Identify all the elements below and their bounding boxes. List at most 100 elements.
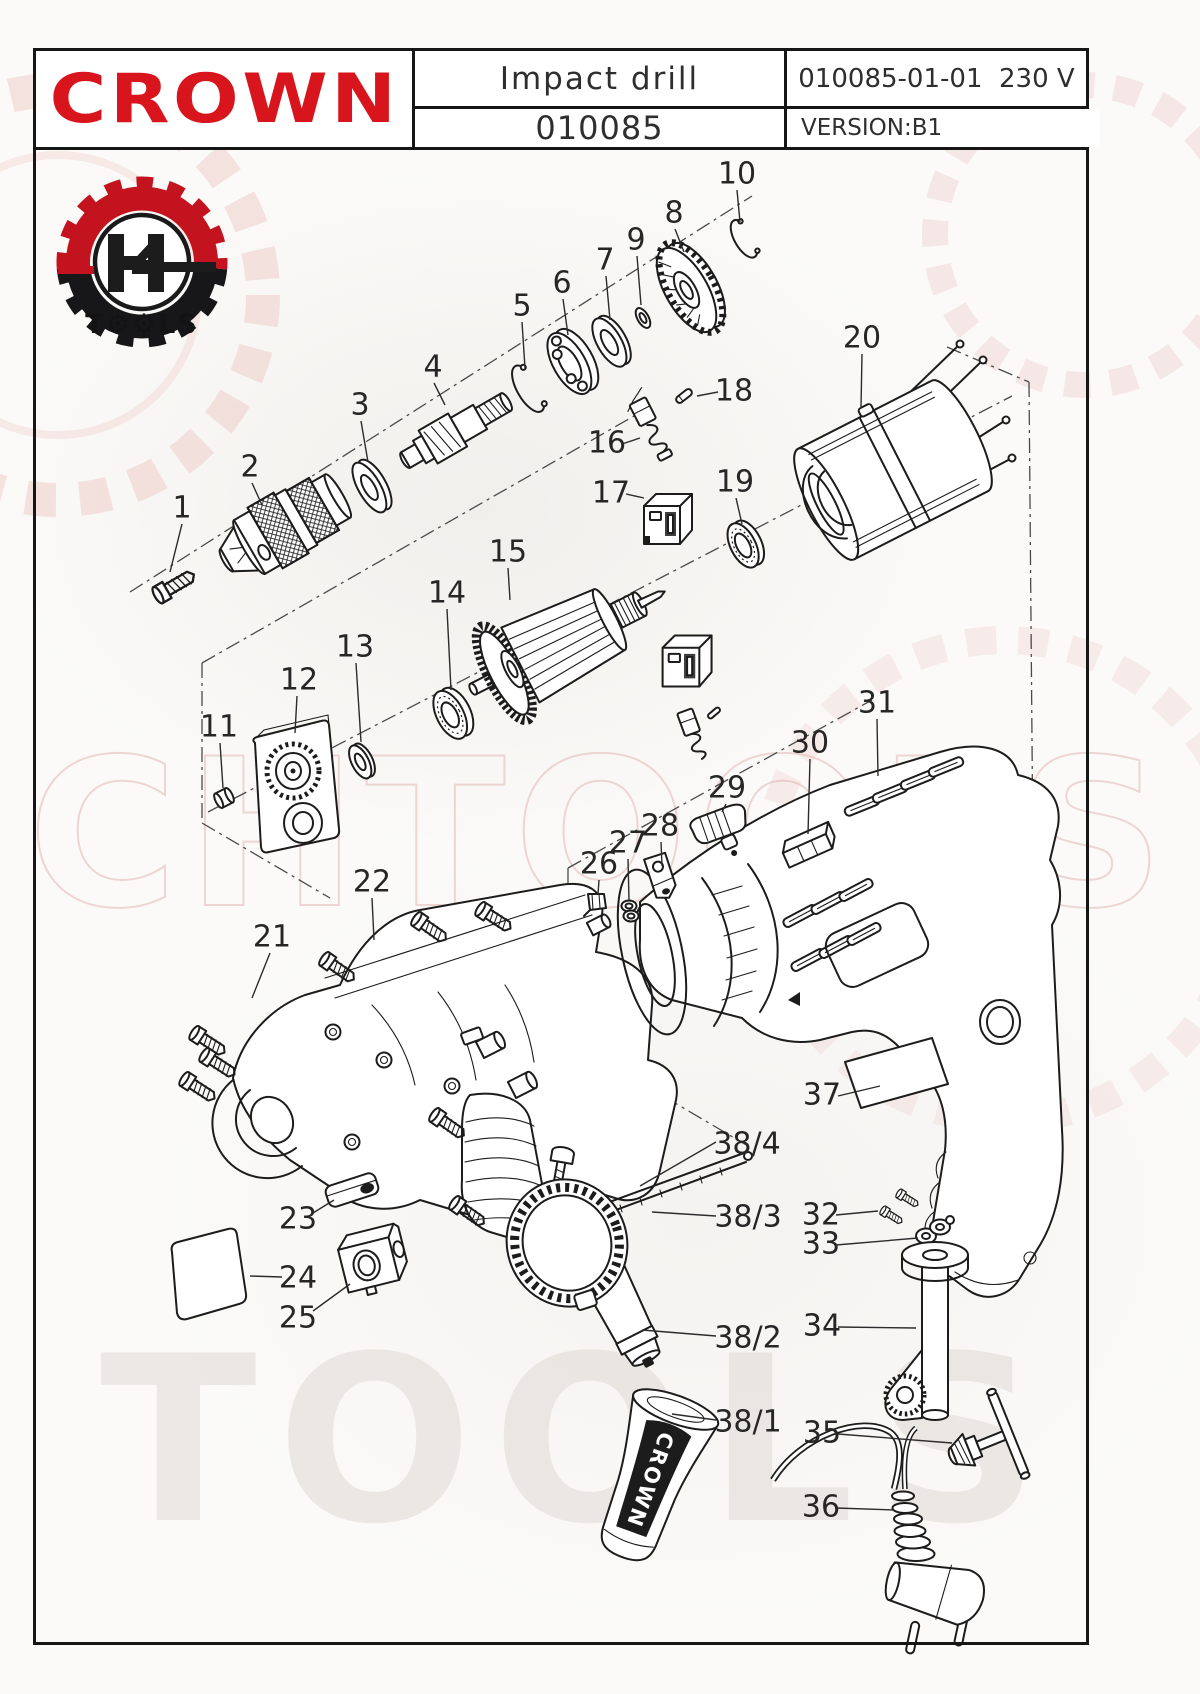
drawing-cable-clamp — [915, 1215, 955, 1245]
drawing-spindle — [399, 392, 513, 469]
drawing-pin-small — [707, 706, 721, 720]
leader-line-35 — [837, 1433, 953, 1444]
brush-tube — [585, 913, 612, 937]
part-label-18: 18 — [715, 374, 753, 409]
leader-line-33 — [835, 1237, 919, 1246]
part-label-24: 24 — [279, 1261, 317, 1296]
drawing-bearing-ring-19 — [726, 519, 766, 569]
part-label-1: 1 — [172, 491, 191, 526]
header-bottom-border — [36, 147, 1086, 150]
leader-line-22 — [371, 897, 375, 941]
leader-line-37 — [837, 1085, 881, 1097]
logo-gear-red-half — [66, 186, 218, 269]
leader-line-27 — [627, 858, 630, 901]
drawing-left-housing — [211, 882, 678, 1221]
drawing-switch — [337, 1222, 408, 1296]
part-label-13: 13 — [336, 630, 374, 665]
part-label-10: 10 — [718, 157, 756, 192]
part-label-35: 35 — [803, 1416, 841, 1451]
leader-line-9 — [636, 255, 642, 306]
leader-line-8 — [674, 228, 685, 253]
drawing-bearing-plate — [252, 714, 341, 854]
part-label-17: 17 — [592, 476, 630, 511]
drawing-carbon-brush-16 — [627, 387, 673, 462]
part-label-26: 26 — [580, 847, 618, 882]
part-label-28: 28 — [641, 809, 679, 844]
leader-line-13 — [355, 662, 362, 743]
product-title: Impact drill — [415, 51, 784, 106]
part-label-11: 11 — [200, 710, 238, 745]
drawing-clip-26 — [583, 893, 607, 917]
brand-logo-text: CROWN — [49, 59, 399, 139]
watermark-bottom-text: TOOLS — [100, 1308, 1060, 1575]
drawing-sticker-37 — [844, 1037, 949, 1109]
housing-boss-peg — [474, 1030, 507, 1060]
part-label-38-4: 38/4 — [713, 1127, 780, 1162]
part-label-5: 5 — [512, 289, 531, 324]
part-labels: 1234567891011121314151617181920212223242… — [169, 157, 953, 1525]
part-label-29: 29 — [708, 771, 746, 806]
part-label-27: 27 — [609, 826, 647, 861]
leader-line-26 — [597, 879, 600, 895]
leader-line-1 — [169, 523, 183, 573]
leader-line-36 — [835, 1507, 895, 1511]
part-label-34: 34 — [803, 1309, 841, 1344]
drawing-carbon-brush-b — [676, 707, 707, 760]
part-label-38-2: 38/2 — [714, 1321, 781, 1356]
part-label-36: 36 — [802, 1490, 840, 1525]
leader-line-38-2 — [641, 1329, 717, 1337]
drawing-pin-18 — [675, 388, 693, 404]
leader-line-38-4 — [639, 1141, 717, 1187]
part-label-4: 4 — [423, 350, 442, 385]
leader-line-30 — [807, 758, 811, 835]
drawing-bearing-14 — [432, 686, 475, 740]
part-label-33: 33 — [802, 1227, 840, 1262]
part-label-12: 12 — [280, 663, 318, 698]
drawing-washer-13 — [348, 742, 376, 780]
drawing-brush-holder-17 — [643, 493, 693, 545]
drawing-bearing-6 — [546, 327, 600, 396]
part-label-9: 9 — [626, 223, 645, 258]
part-label-7: 7 — [595, 243, 614, 278]
crown-tools-logo — [56, 176, 228, 348]
drawing-circlip-10 — [729, 218, 761, 259]
logo-tools-text: T⚙⚙LS — [85, 309, 198, 340]
leader-line-38-1 — [671, 1413, 717, 1421]
page-frame — [33, 48, 1089, 1645]
drawing-stator — [793, 379, 993, 561]
drawing-armature — [468, 588, 666, 726]
drawing-reverse-lever — [689, 803, 747, 856]
drawing-right-housing — [616, 745, 1064, 1298]
part-label-14: 14 — [428, 576, 466, 611]
header-divider-v1 — [412, 51, 415, 147]
leader-line-20 — [860, 353, 863, 409]
drawing-nut — [213, 787, 235, 809]
version-label: VERSION:B1 — [787, 109, 1100, 147]
drawing-tube-bracket — [883, 1241, 969, 1421]
logo-gear-black-half — [66, 266, 218, 339]
part-label-30: 30 — [791, 726, 829, 761]
leader-line-2 — [251, 482, 263, 506]
part-label-32: 32 — [802, 1198, 840, 1233]
leader-line-10 — [736, 189, 741, 223]
part-label-2: 2 — [240, 450, 259, 485]
part-label-19: 19 — [716, 465, 754, 500]
logo-gear-teeth-red — [56, 176, 228, 270]
header-divider-v2 — [784, 51, 787, 147]
part-label-25: 25 — [279, 1301, 317, 1336]
part-code: 010085-01-01 230 V — [787, 51, 1086, 106]
brand-cell: CROWN — [36, 51, 412, 147]
part-label-37: 37 — [803, 1078, 841, 1113]
part-label-15: 15 — [489, 535, 527, 570]
drawing-washer-7 — [591, 314, 632, 368]
drawing-chuck-key — [947, 1387, 1031, 1480]
drawing-sticker-24 — [170, 1227, 248, 1321]
leader-line-24 — [249, 1275, 283, 1278]
drawing-ring-9 — [634, 307, 652, 329]
part-label-23: 23 — [279, 1202, 317, 1237]
leader-line-23 — [312, 1199, 335, 1214]
drawing-handle-grip: CROWN — [600, 1388, 720, 1562]
leader-line-7 — [605, 275, 611, 321]
part-label-38-1: 38/1 — [714, 1405, 781, 1440]
